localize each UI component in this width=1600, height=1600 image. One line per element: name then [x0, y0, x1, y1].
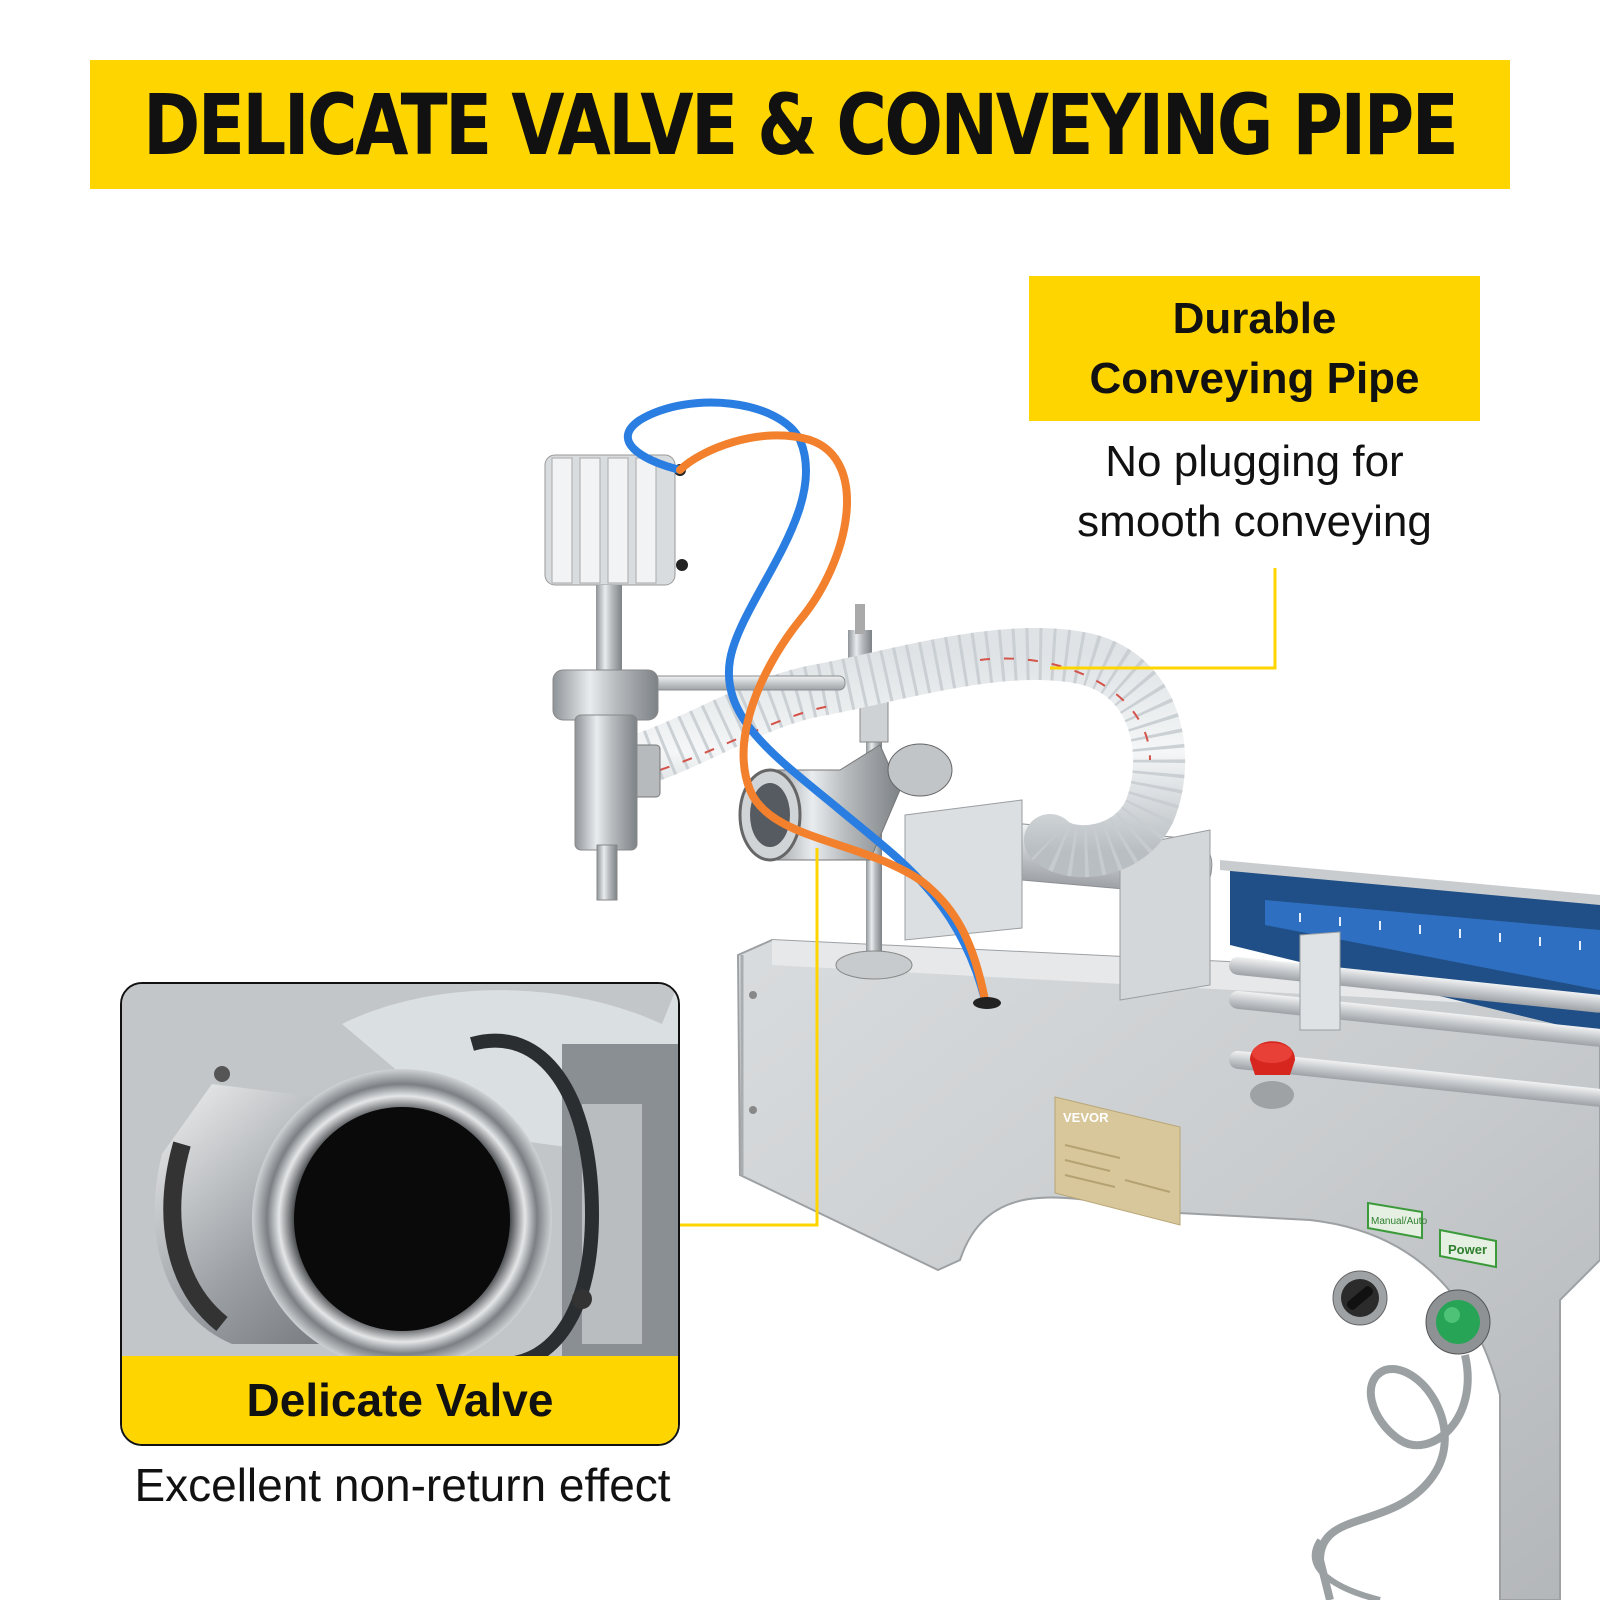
conveying-pipe-description: No plugging for smooth conveying — [1029, 432, 1480, 552]
title-banner: DELICATE VALVE & CONVEYING PIPE — [90, 60, 1510, 189]
conveying-pipe-label: Durable Conveying Pipe — [1029, 276, 1480, 421]
pipe-title-line1: Durable — [1172, 293, 1337, 343]
control-panel: Manual/Auto Power — [1332, 1201, 1497, 1355]
nozzle-arm — [639, 675, 846, 691]
machine-body — [736, 938, 1600, 1600]
filling-nozzle — [544, 454, 688, 901]
power-label: Power — [1448, 1242, 1487, 1257]
valve-caption-bar: Delicate Valve — [122, 1356, 678, 1444]
air-tube-orange — [676, 431, 989, 1004]
valve-callout-line — [676, 848, 819, 1227]
valve-caption: Delicate Valve — [246, 1374, 554, 1426]
valve-description: Excellent non-return effect — [134, 1459, 671, 1511]
pipe-desc-line1: No plugging for — [1105, 437, 1404, 486]
air-tube-blue — [623, 398, 989, 1004]
nameplate: VEVOR — [1054, 1096, 1181, 1226]
pipe-desc-line2: smooth conveying — [1077, 497, 1432, 546]
valve-closeup-inset: Delicate Valve — [120, 982, 680, 1446]
nameplate-brand: VEVOR — [1063, 1110, 1109, 1125]
pipe-callout-line — [1050, 568, 1277, 670]
mode-switch-label: Manual/Auto — [1371, 1216, 1428, 1227]
emergency-stop-button — [1250, 1041, 1295, 1109]
page-title: DELICATE VALVE & CONVEYING PIPE — [143, 75, 1459, 174]
power-cable — [1315, 1354, 1472, 1600]
pipe-title-line2: Conveying Pipe — [1089, 353, 1420, 403]
